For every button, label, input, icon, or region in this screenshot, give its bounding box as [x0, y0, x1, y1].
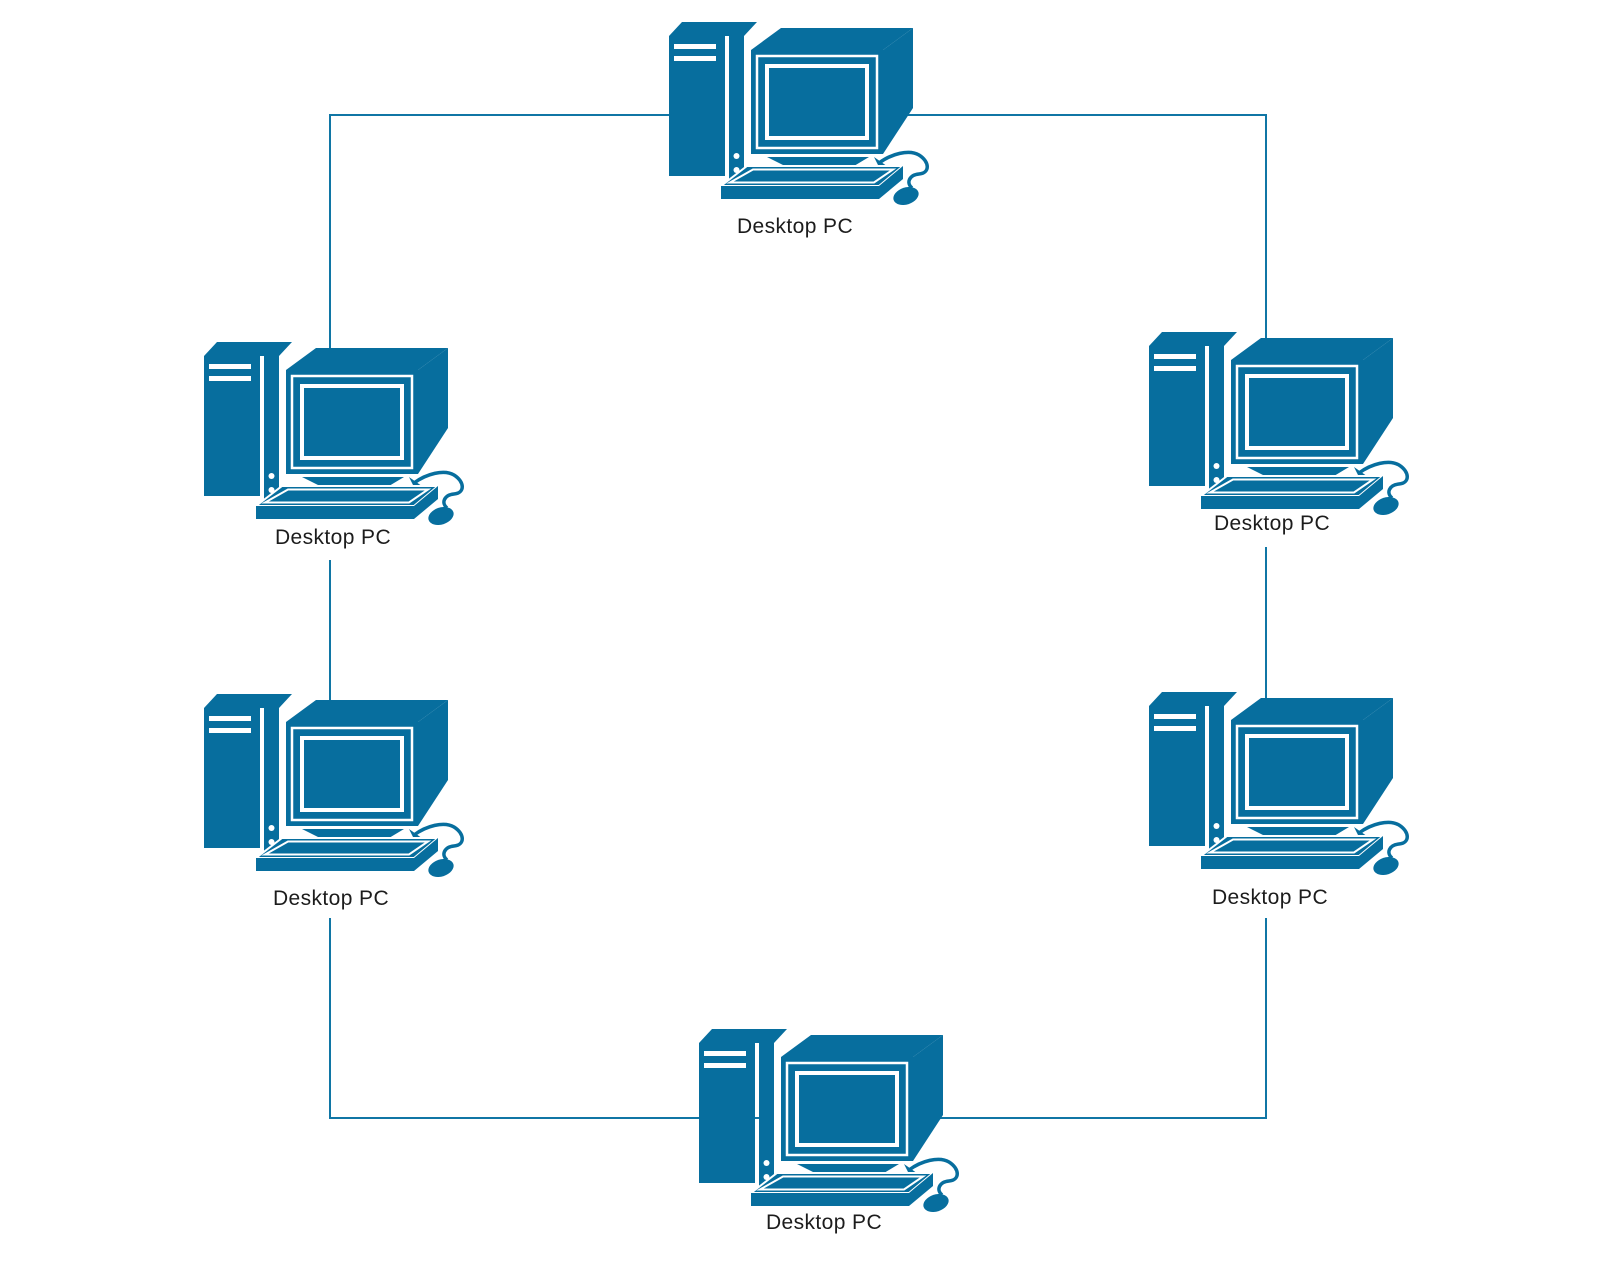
node-bottom-center: [685, 1015, 965, 1215]
connector-line: [329, 114, 331, 358]
node-label-lower-left: Desktop PC: [272, 887, 390, 910]
desktop-pc-icon: [190, 680, 470, 880]
connector-line: [1265, 547, 1267, 710]
node-label-lower-right: Desktop PC: [1211, 886, 1329, 909]
node-lower-right: [1135, 678, 1415, 878]
desktop-pc-icon: [655, 8, 935, 208]
node-upper-left: [190, 328, 470, 528]
node-label-upper-left: Desktop PC: [274, 526, 392, 549]
connector-line: [1265, 114, 1267, 350]
node-label-bottom-center: Desktop PC: [765, 1211, 883, 1234]
desktop-pc-icon: [190, 328, 470, 528]
desktop-pc-icon: [1135, 678, 1415, 878]
connector-line: [329, 560, 331, 705]
connector-line: [920, 1117, 1267, 1119]
connector-line: [329, 918, 331, 1119]
node-lower-left: [190, 680, 470, 880]
connector-line: [890, 114, 1267, 116]
node-top-center: [655, 8, 935, 208]
connector-line: [329, 1117, 770, 1119]
node-label-top-center: Desktop PC: [736, 215, 854, 238]
desktop-pc-icon: [1135, 318, 1415, 518]
node-label-upper-right: Desktop PC: [1213, 512, 1331, 535]
node-upper-right: [1135, 318, 1415, 518]
connector-line: [329, 114, 720, 116]
desktop-pc-icon: [685, 1015, 965, 1215]
connector-line: [1265, 918, 1267, 1119]
